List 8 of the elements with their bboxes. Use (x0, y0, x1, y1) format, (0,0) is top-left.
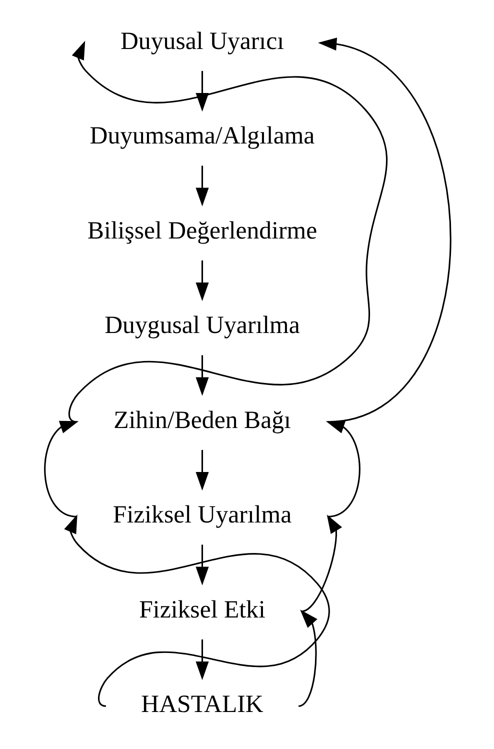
node-text: Duyumsama/Algılama (89, 122, 314, 150)
node-text: Duyusal Uyarıcı (120, 28, 284, 55)
node-text: HASTALIK (140, 691, 263, 718)
node-text: Duygusal Uyarılma (104, 312, 300, 340)
node-text: Zihin/Beden Bağı (113, 406, 290, 434)
node-text: Bilişsel Değerlendirme (86, 217, 317, 244)
node-text: Fiziksel Etki (138, 596, 265, 624)
node-text: Fiziksel Uyarılma (112, 502, 292, 529)
